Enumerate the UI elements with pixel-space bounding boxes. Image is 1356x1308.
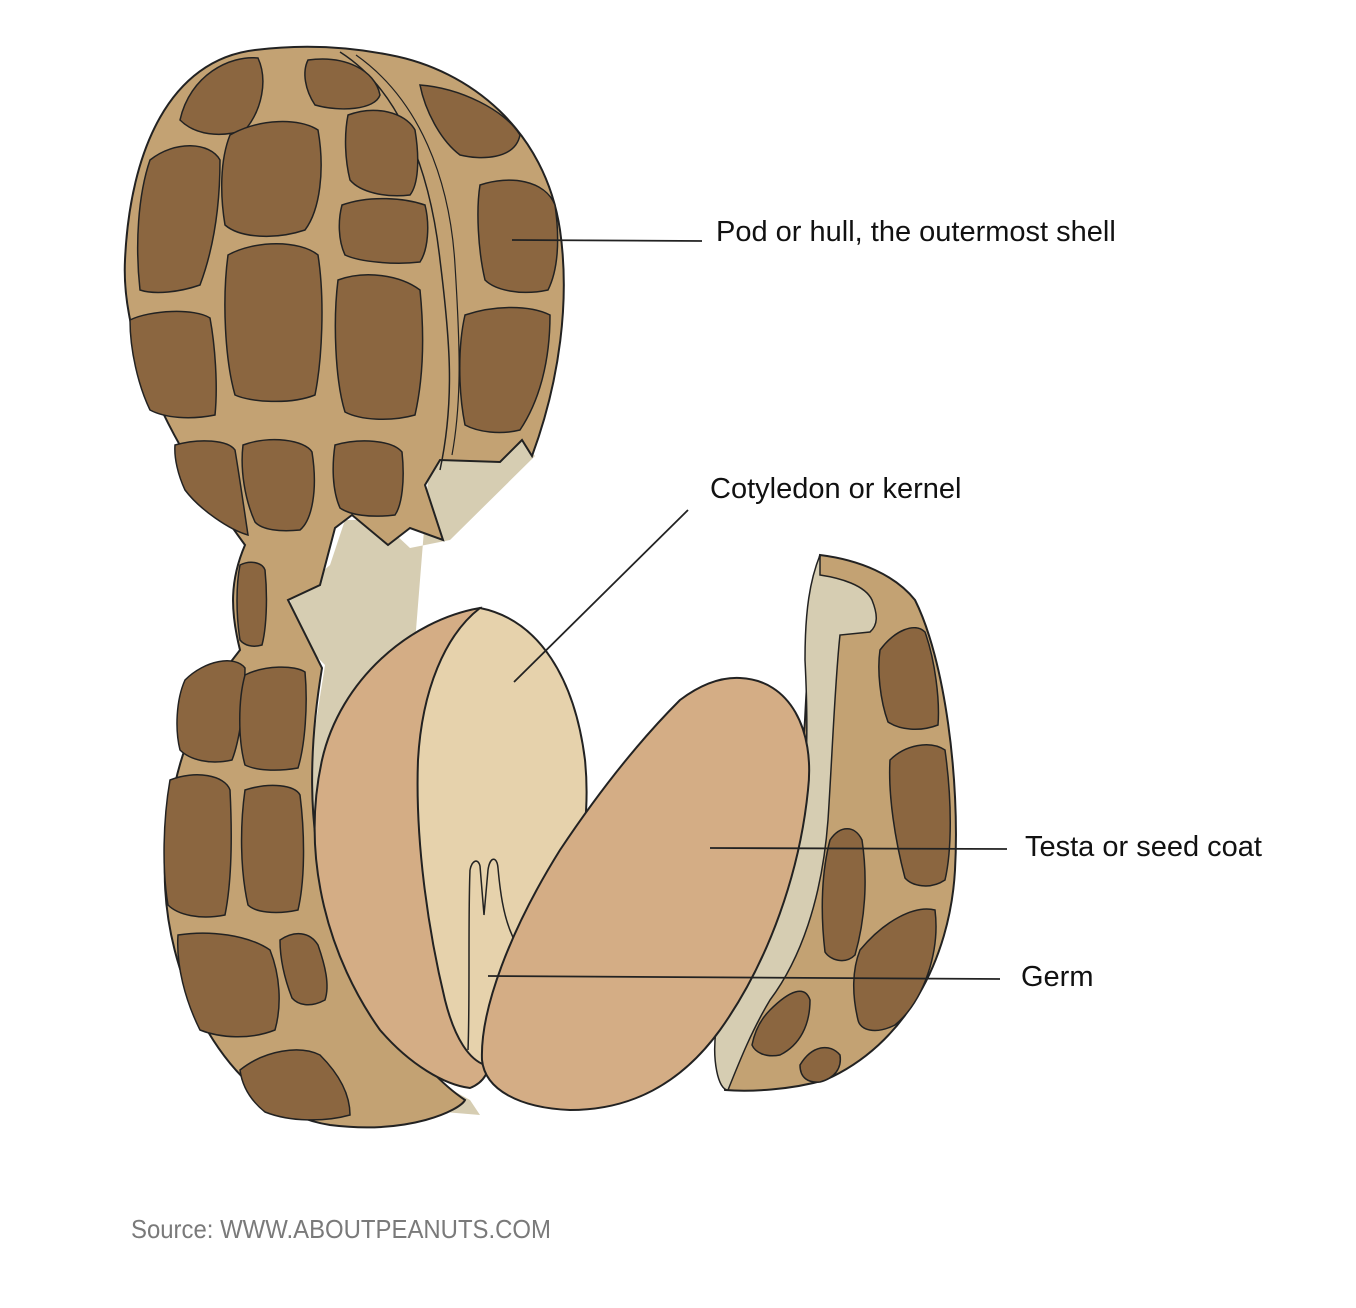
- leader-testa: [709, 847, 1008, 850]
- leader-pod: [511, 239, 703, 242]
- pod-seam: [339, 51, 451, 471]
- source-credit: Source: WWW.ABOUTPEANUTS.COM: [131, 1214, 551, 1244]
- leader-cotyledon: [513, 509, 689, 683]
- pod-hull: [123, 45, 565, 1129]
- half-shell-patches: [751, 627, 951, 1083]
- pod-patches: [129, 57, 559, 1121]
- label-pod: Pod or hull, the outermost shell: [716, 216, 1116, 248]
- label-germ: Germ: [1021, 961, 1094, 993]
- label-testa: Testa or seed coat: [1025, 831, 1262, 863]
- leader-germ: [487, 975, 1001, 980]
- pod-seam-2: [355, 54, 460, 456]
- kernel-right: [480, 676, 811, 1112]
- pod-half-right: [713, 553, 957, 1092]
- leader-lines: [487, 239, 1008, 980]
- kernels: [313, 606, 811, 1112]
- label-cotyledon: Cotyledon or kernel: [710, 473, 962, 505]
- germ-shape: [467, 858, 521, 1051]
